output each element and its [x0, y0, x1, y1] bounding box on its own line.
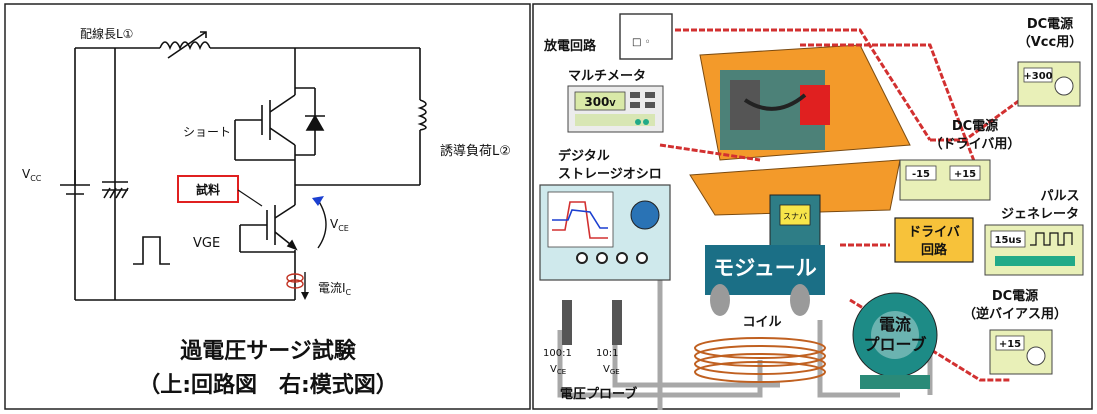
- test-board: [689, 44, 911, 216]
- svg-text:300V: 300V: [584, 95, 616, 109]
- gate-pulse-icon: [133, 236, 170, 265]
- pulse-generator-device: 15us: [984, 224, 1084, 276]
- current-probe-label-2: プローブ: [863, 335, 926, 354]
- current-sensor-icon: [286, 272, 309, 300]
- capacitor-icon: [102, 181, 129, 199]
- load-inductor: [417, 99, 427, 131]
- left-panel-border: [4, 3, 531, 410]
- vcc-label: VCC: [22, 167, 42, 183]
- dc-vcc-label-1: DC電源: [1027, 16, 1073, 32]
- dc-driver-device: -15 +15: [899, 159, 991, 201]
- wiring-inductor: [159, 31, 211, 59]
- discharge-symbol: □ ◦: [632, 37, 651, 48]
- vce-label: VCE: [330, 217, 349, 233]
- upper-igbt-icon: [234, 87, 325, 161]
- dc-vcc-device: +300: [1017, 61, 1081, 107]
- driver-label-2: 回路: [921, 242, 948, 258]
- current-probe-device: [852, 292, 938, 389]
- multimeter-label: マルチメータ: [568, 69, 646, 84]
- lower-igbt-icon: [239, 204, 298, 253]
- dc-vcc-label-2: （Vcc用）: [1018, 34, 1082, 50]
- caption-title: 過電圧サージ試験: [180, 338, 357, 364]
- vce-arrow-icon: [312, 196, 327, 249]
- multimeter-device: 300V: [567, 85, 664, 133]
- sample-box: [177, 175, 239, 203]
- driver-label-1: ドライバ: [908, 225, 960, 240]
- voltage-probe-label: 電圧プローブ: [560, 386, 637, 402]
- pulse-label-2: ジェネレータ: [1001, 207, 1079, 222]
- oscilloscope-label-2: ストレージオシロ: [558, 167, 662, 182]
- dc-reverse-label-1: DC電源: [992, 288, 1038, 304]
- inductive-load-label: 誘導負荷L②: [440, 144, 511, 159]
- probe2-vge: VGE: [603, 364, 620, 376]
- svg-text:-15: -15: [912, 169, 930, 180]
- voltage-probes: [562, 300, 622, 345]
- discharge-circuit-label: 放電回路: [543, 38, 597, 54]
- vge-label: VGE: [193, 236, 220, 251]
- oscilloscope-device: [539, 184, 671, 281]
- svg-text:スナバ: スナバ: [783, 212, 807, 221]
- probe2-ratio: 10:1: [596, 348, 618, 359]
- wiring-length-label: 配線長L①: [80, 26, 133, 41]
- short-label: ショート: [183, 125, 231, 139]
- dc-reverse-label-2: （逆バイアス用）: [963, 306, 1067, 322]
- svg-text:+300: +300: [1023, 71, 1052, 82]
- module-label: モジュール: [713, 256, 817, 280]
- dc-driver-label-2: （ドライバ用）: [930, 136, 1021, 152]
- vcc-battery-icon: [60, 170, 90, 195]
- oscilloscope-label-1: デジタル: [558, 148, 610, 164]
- coil-icon: [694, 337, 826, 383]
- circuit-diagram: [74, 47, 421, 301]
- driver-circuit-box: [894, 217, 974, 263]
- current-label: 電流IC: [318, 281, 352, 297]
- dc-reverse-device: +15: [989, 329, 1053, 375]
- coil-label: コイル: [742, 315, 781, 330]
- current-probe-label-1: 電流: [879, 315, 911, 334]
- caption-subtitle: （上:回路図 右:模式図）: [138, 372, 398, 398]
- probe1-ratio: 100:1: [543, 348, 572, 359]
- module-device: スナバ: [705, 194, 825, 316]
- discharge-circuit-box: [619, 13, 673, 60]
- svg-text:15us: 15us: [995, 235, 1022, 246]
- probe1-vce: VCE: [550, 364, 566, 376]
- sample-pointer: [237, 189, 263, 207]
- svg-text:+15: +15: [954, 169, 976, 180]
- pulse-label-1: パルス: [1040, 189, 1079, 204]
- svg-text:+15: +15: [999, 339, 1021, 350]
- dc-driver-label-1: DC電源: [952, 118, 998, 134]
- sample-label: 試料: [196, 182, 220, 197]
